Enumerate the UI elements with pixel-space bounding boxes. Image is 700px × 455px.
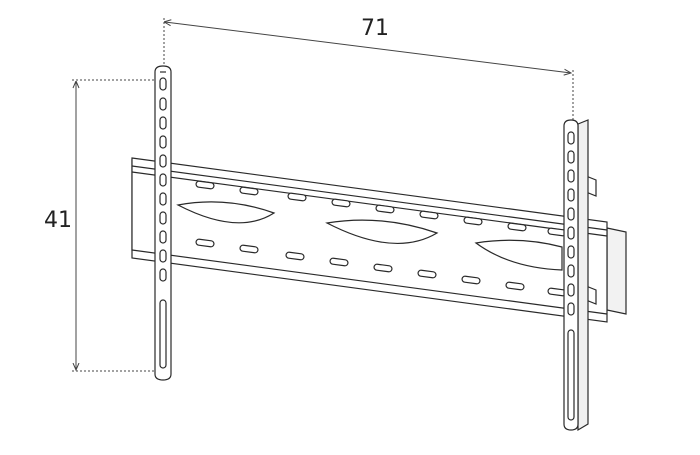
wall-plate (131, 157, 627, 323)
wall-plate-bottom-slots (195, 238, 567, 297)
wall-plate-cutouts (176, 201, 563, 271)
cutout-center (325, 219, 439, 244)
wall-plate-bottom-lip (131, 249, 608, 315)
width-dimension-label: 71 (361, 16, 389, 41)
right-bracket-long-slot (567, 329, 575, 421)
wall-plate-top-lip (131, 165, 608, 231)
wall-plate-right-flange (606, 227, 627, 315)
cutout-left (176, 201, 276, 224)
wall-plate-top-slots (195, 180, 567, 237)
width-dimension (163, 18, 574, 120)
left-bracket-long-slot (159, 299, 167, 369)
height-dimension-label: 41 (44, 208, 72, 233)
right-bracket-side (577, 119, 589, 432)
left-bracket (154, 65, 172, 381)
cutout-right (474, 239, 563, 271)
width-dimension-line (165, 22, 571, 73)
right-bracket-holes (567, 131, 575, 316)
left-bracket-holes (159, 77, 167, 282)
right-bracket (563, 119, 597, 432)
height-dimension (72, 79, 156, 372)
